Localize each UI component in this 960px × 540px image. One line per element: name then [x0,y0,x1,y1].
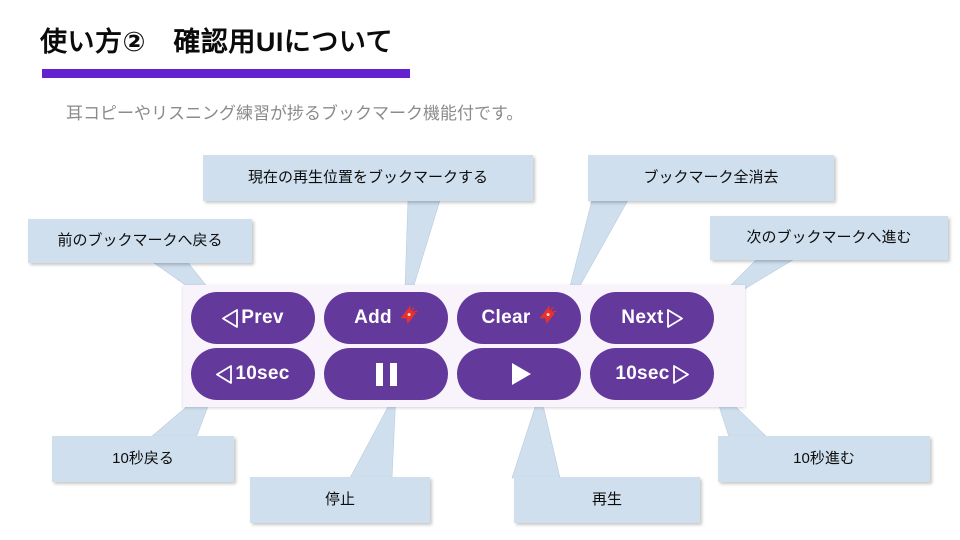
play-icon [511,363,531,385]
next-bookmark-button[interactable]: Next [590,292,714,344]
callout-clear-bookmark-label: ブックマーク全消去 [643,169,779,186]
callout-clear-bookmark: ブックマーク全消去 [588,155,834,201]
forward-10sec-button[interactable]: 10sec [590,348,714,400]
page-subtitle: 耳コピーやリスニング練習が捗るブックマーク機能付です。 [66,104,524,123]
player-button-row-top: Prev Add [191,292,714,344]
bookmark-red-icon [398,305,418,332]
rewind-10sec-button-label: 10sec [235,363,290,384]
play-button[interactable] [457,348,581,400]
callout-prev-bookmark: 前のブックマークへ戻る [28,219,252,263]
page-title: 使い方② 確認用UIについて [40,27,394,57]
rewind-10sec-button[interactable]: 10sec [191,348,315,400]
triangle-right-outline-icon [666,308,683,328]
prev-bookmark-button-label: Prev [241,307,284,328]
bookmark-red-icon [537,305,557,332]
triangle-right-outline-icon [672,364,689,384]
callout-forward-10sec: 10秒進む [718,436,930,482]
callout-add-bookmark-label: 現在の再生位置をブックマークする [247,169,488,186]
callout-next-bookmark: 次のブックマークへ進む [710,216,948,260]
callout-stop-label: 停止 [324,491,355,508]
callout-back-10sec-label: 10秒戻る [112,450,174,467]
callout-next-bookmark-label: 次のブックマークへ進む [746,229,912,246]
pause-button[interactable] [324,348,448,400]
title-underline-rule [42,69,410,78]
player-button-row-bottom: 10sec 10sec [191,348,714,400]
callout-forward-10sec-label: 10秒進む [793,450,855,467]
callout-play: 再生 [514,477,700,523]
callout-back-10sec: 10秒戻る [52,436,234,482]
add-bookmark-button-label: Add [354,307,392,328]
triangle-left-outline-icon [216,364,233,384]
callout-play-label: 再生 [591,491,622,508]
callout-add-bookmark: 現在の再生位置をブックマークする [203,155,533,201]
player-ui-panel: Prev Add [183,285,745,407]
forward-10sec-button-label: 10sec [615,363,670,384]
pause-icon [375,362,397,386]
next-bookmark-button-label: Next [621,307,664,328]
clear-bookmarks-button-label: Clear [481,307,531,328]
prev-bookmark-button[interactable]: Prev [191,292,315,344]
add-bookmark-button[interactable]: Add [324,292,448,344]
callout-stop: 停止 [250,477,430,523]
clear-bookmarks-button[interactable]: Clear [457,292,581,344]
triangle-left-outline-icon [222,308,239,328]
callout-prev-bookmark-label: 前のブックマークへ戻る [57,232,223,249]
